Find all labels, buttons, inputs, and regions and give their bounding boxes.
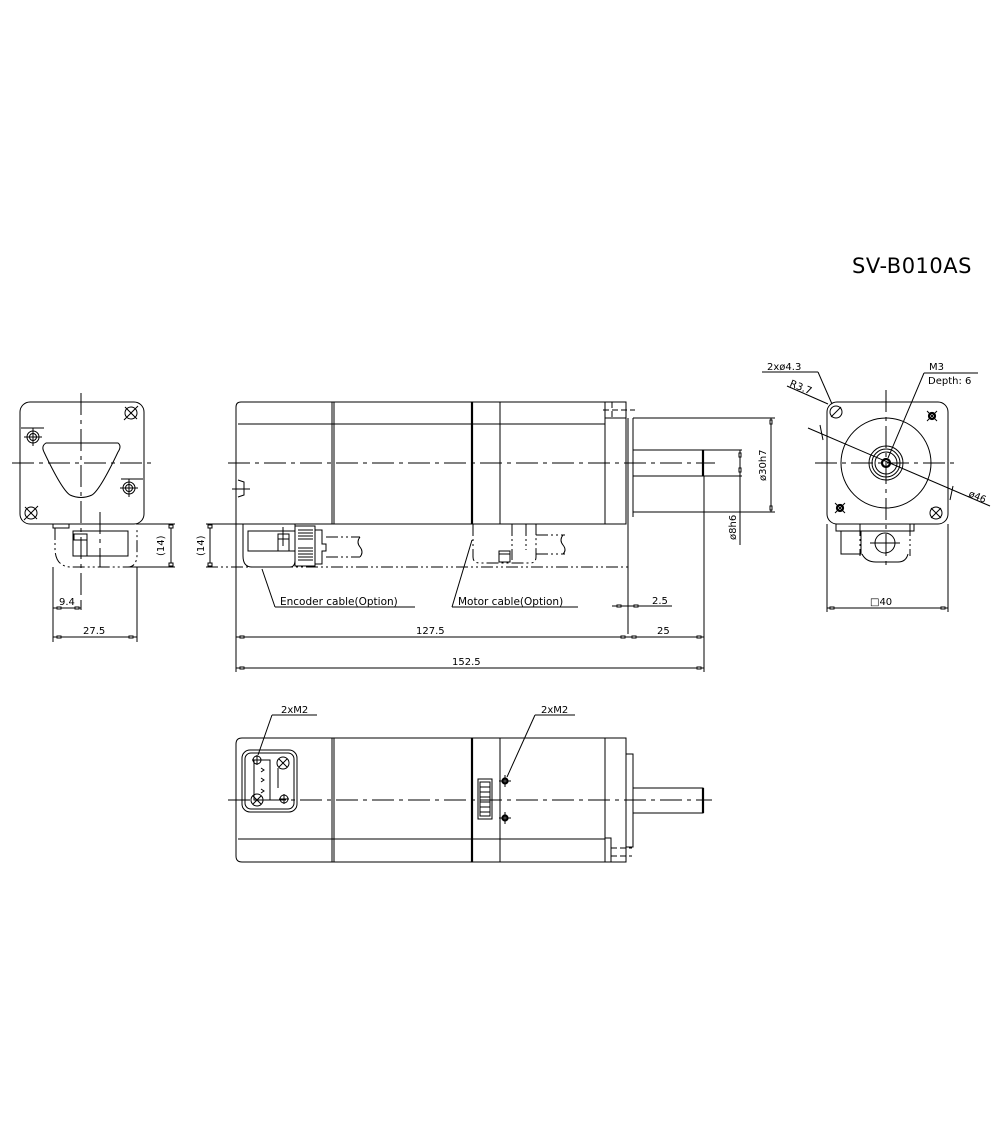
dim-shaft-diameter: ø8h6 [728,515,739,540]
dim-shaft-length: 25 [657,626,670,637]
top-view: 2xM2 2xM2 [228,705,712,863]
screw-icon [499,812,511,824]
screw-icon [279,794,289,804]
mount-hole-icon [123,405,139,421]
screw-icon [252,755,262,765]
front-view: ø46 2xø4.3 R3.7 M3 Depth: 6 □40 [762,362,991,612]
callout-corner-radius: R3.7 [788,379,813,398]
mount-hole-icon [829,405,843,419]
callout-encoder-screws: 2xM2 [281,705,308,716]
tapped-hole-icon [926,410,938,422]
side-view: (14) Encoder cable(Option) [196,401,775,672]
screw-icon [120,478,143,497]
screw-icon [21,427,44,446]
mount-hole-icon [250,793,264,807]
mount-hole-icon [23,505,39,521]
dim-total-length: 152.5 [452,657,481,668]
dim-body-length: 127.5 [416,626,445,637]
screw-icon [499,775,511,787]
label-motor-cable: Motor cable(Option) [458,596,563,608]
rear-view: (14) 9.4 27.5 [12,393,175,642]
callout-connector-screws: 2xM2 [541,705,568,716]
label-encoder-cable: Encoder cable(Option) [280,596,398,608]
model-title: SV-B010AS [852,254,972,278]
dim-pilot-diameter: ø30h7 [758,449,769,481]
callout-tap-depth: Depth: 6 [928,376,971,387]
mount-hole-icon [276,756,290,770]
dim-rear-offset: 9.4 [59,597,75,608]
mount-hole-icon [929,506,943,520]
dim-rear-cable-height: (14) [156,535,167,556]
tapped-hole-icon [834,502,846,514]
dim-flange-thickness: 2.5 [652,596,668,607]
callout-shaft-tap: M3 [929,362,944,373]
dim-side-cable-height: (14) [196,535,207,556]
callout-mount-holes: 2xø4.3 [767,362,801,373]
dim-rear-width: 27.5 [83,626,105,637]
callout-square: □40 [870,597,892,608]
